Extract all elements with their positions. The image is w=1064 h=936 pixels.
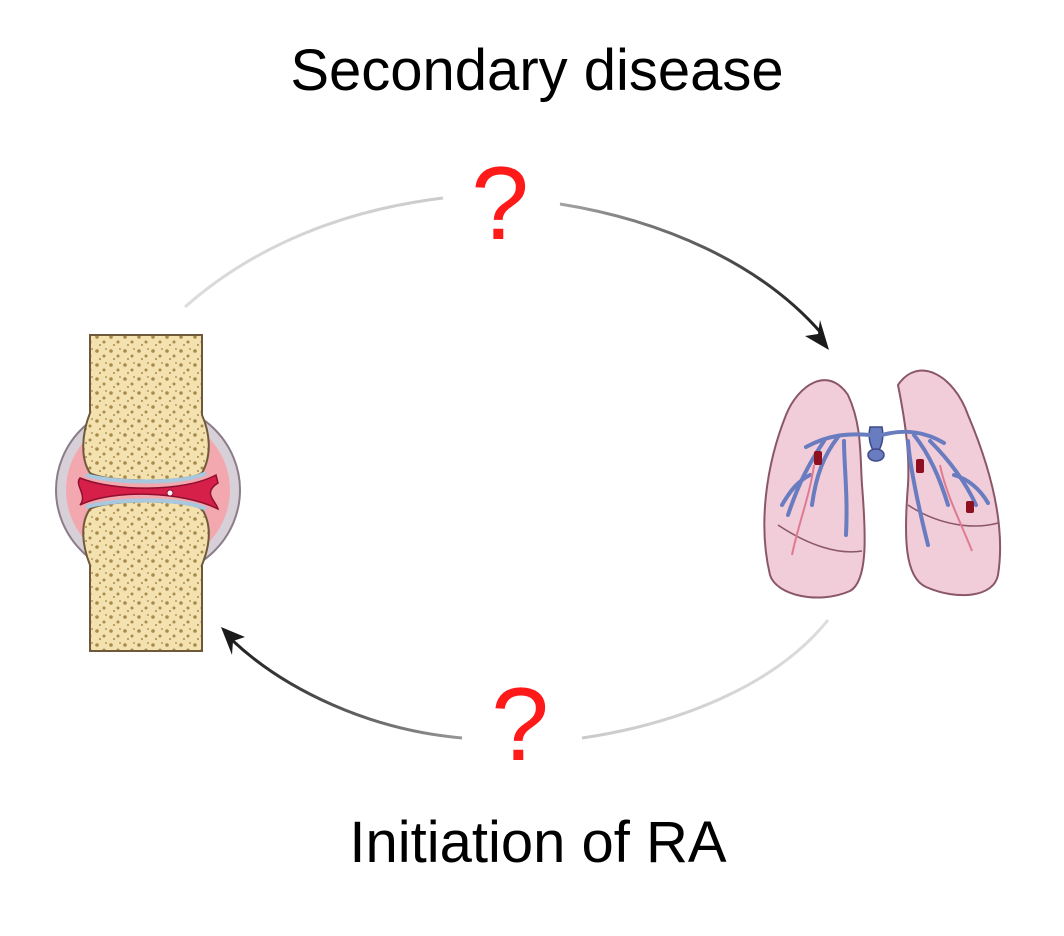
secondary-disease-label: Secondary disease bbox=[290, 38, 784, 103]
arrow-top-left-segment bbox=[184, 196, 444, 309]
question-mark-bottom: ? bbox=[491, 667, 549, 783]
question-mark-top: ? bbox=[471, 146, 529, 262]
arrow-top-head bbox=[805, 320, 829, 350]
initiation-of-ra-label: Initiation of RA bbox=[349, 810, 727, 875]
arrow-bottom-head bbox=[221, 627, 245, 655]
arrow-top-right-segment bbox=[559, 202, 824, 335]
joint-icon bbox=[55, 334, 241, 652]
lungs-icon bbox=[763, 369, 1002, 599]
arrow-bottom-right-segment bbox=[581, 619, 830, 740]
arrow-bottom-left-segment bbox=[230, 638, 463, 740]
